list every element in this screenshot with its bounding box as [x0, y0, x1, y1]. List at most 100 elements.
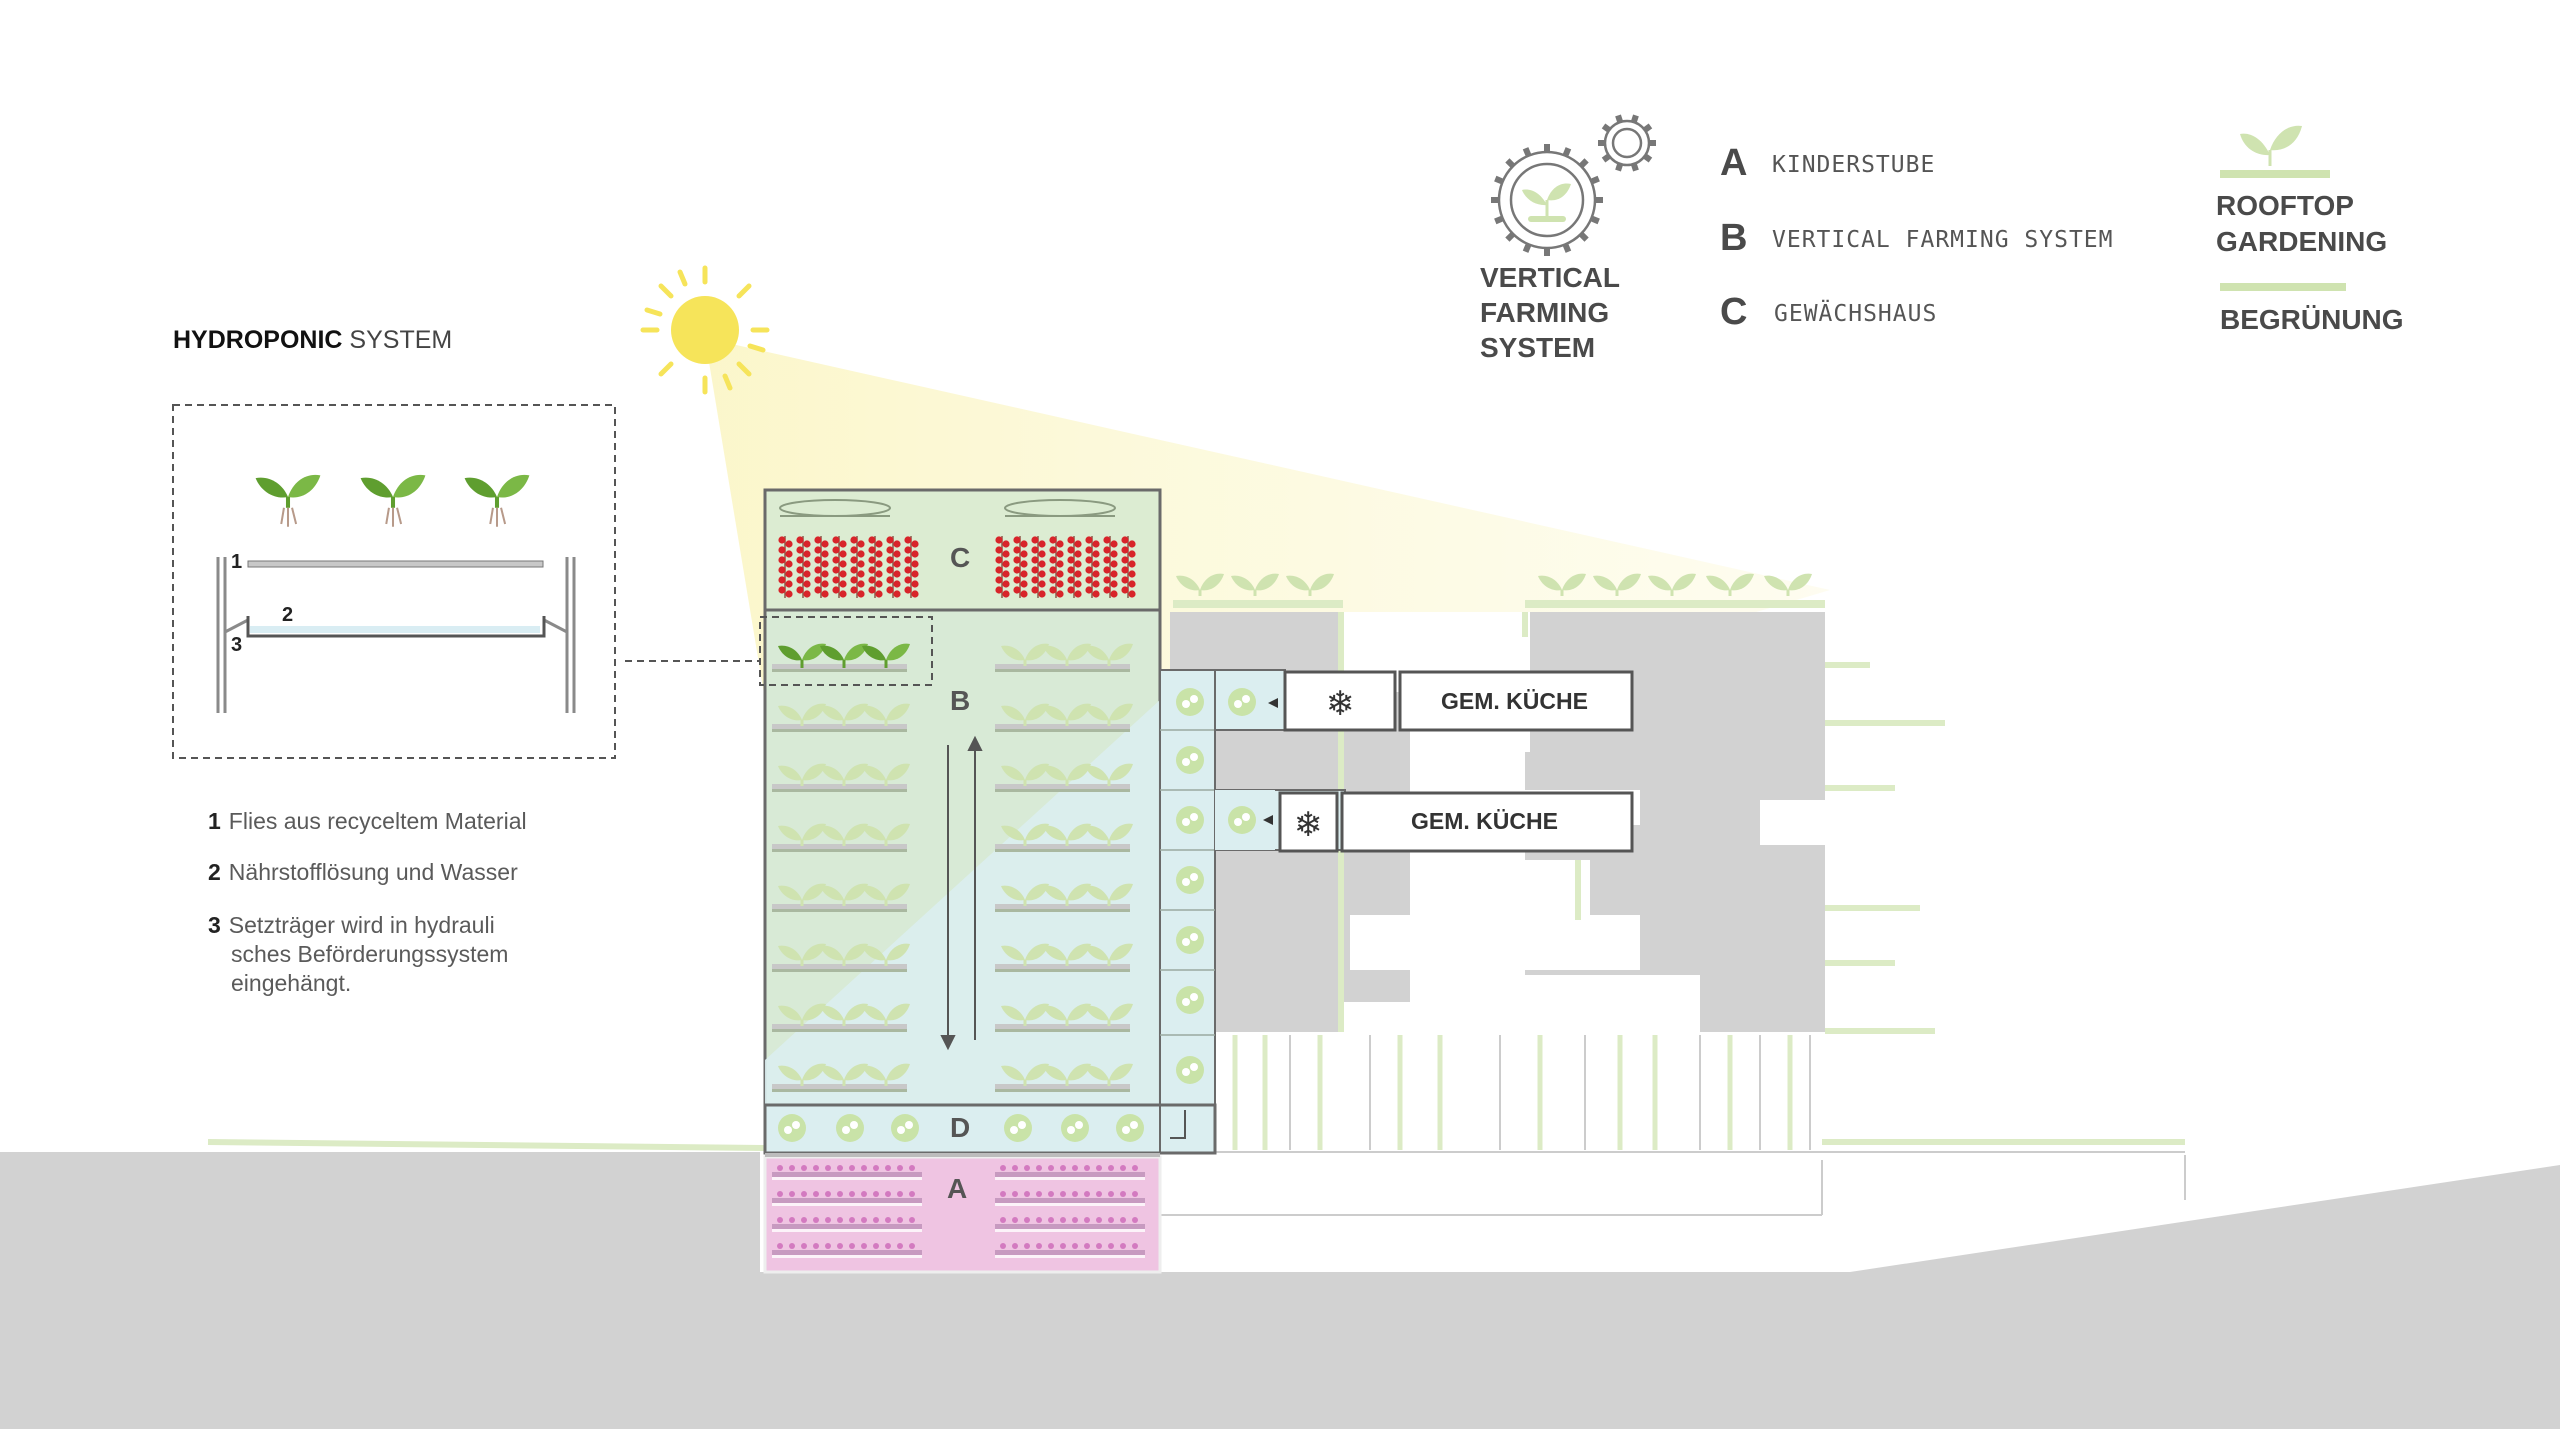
tomato-plant — [886, 536, 901, 598]
nursery-tray — [772, 1165, 922, 1180]
tomato-plant — [1013, 536, 1028, 598]
rooftop-line-2: GARDENING — [2216, 226, 2388, 257]
legend-letter-a: A — [1720, 142, 1748, 184]
snowflake-icon: ❄ — [1326, 685, 1355, 723]
vfs-logo-line-2: FARMING — [1480, 297, 1610, 328]
seedling-circle — [1176, 866, 1204, 894]
nursery-tray — [995, 1217, 1145, 1232]
tomato-plant — [778, 536, 793, 598]
rooftop-line-1: ROOFTOP — [2216, 190, 2354, 221]
nursery-tray — [772, 1243, 922, 1258]
kitchen-box-top — [1398, 670, 1634, 732]
fleece-layer — [247, 560, 544, 568]
note-number: 1 — [208, 808, 221, 834]
tomato-plant — [814, 536, 829, 598]
nursery-trays — [772, 1165, 1145, 1258]
hydroponic-note-3: 3 Setzträger wird in hydrauli — [208, 911, 495, 940]
freezer-box-top — [1283, 670, 1397, 732]
tomato-plant — [850, 536, 865, 598]
seedling-circle — [891, 1114, 919, 1142]
kitchen-box-bottom — [1340, 791, 1634, 853]
hydroponic-detail-box — [172, 404, 616, 759]
note-text: Flies aus recyceltem Material — [228, 808, 527, 834]
zone-c-greenhouse — [763, 488, 1162, 612]
nursery-tray — [995, 1165, 1145, 1180]
tray-holder — [246, 616, 546, 638]
seedling-circle — [778, 1114, 806, 1142]
begruenung-label: BEGRÜNUNG — [2220, 304, 2404, 335]
seedling-circle — [1176, 926, 1204, 954]
hydroponic-note-2: 2 Nährstofflösung und Wasser — [208, 858, 518, 887]
nursery-tray — [772, 1191, 922, 1206]
hydroponic-title: HYDROPONIC SYSTEM — [173, 326, 452, 355]
legend-label-c: GEWÄCHSHAUS — [1774, 301, 1938, 327]
note-number: 2 — [208, 859, 221, 885]
seedling-circle — [1176, 806, 1204, 834]
snowflake-icon: ❄ — [1294, 806, 1323, 844]
tomato-plant — [1031, 536, 1046, 598]
ground-terrain — [0, 1152, 2560, 1429]
zone-a-label: A — [947, 1173, 968, 1204]
tomato-plant — [832, 536, 847, 598]
tomato-plant — [1121, 536, 1136, 598]
legend-label-b: VERTICAL FARMING SYSTEM — [1772, 227, 2114, 253]
seedling-circle — [1176, 746, 1204, 774]
kitchen-label-bottom: GEM. KÜCHE — [1411, 808, 1558, 834]
ground-greenline-left — [207, 1139, 766, 1151]
vertical-farming-logo-icon — [1491, 114, 1656, 256]
hydro-num-2: 2 — [282, 604, 294, 626]
tomato-plant — [1067, 536, 1082, 598]
seedling-circle — [1004, 1114, 1032, 1142]
tomato-plant — [868, 536, 883, 598]
hydro-num-1: 1 — [231, 551, 243, 573]
seedling-circle — [1061, 1114, 1089, 1142]
sun-icon — [640, 265, 770, 395]
hydroponic-note-1: 1 Flies aus recyceltem Material — [208, 807, 527, 836]
building-stilts — [1232, 1035, 1793, 1150]
zone-d — [763, 1103, 1217, 1155]
highlight-box — [759, 616, 933, 686]
seedling-circle — [1176, 1056, 1204, 1084]
tomato-plant — [904, 536, 919, 598]
logo-sprout-icon — [1522, 183, 1571, 222]
seedling-circle — [1176, 688, 1204, 716]
freezer-box-bottom — [1278, 791, 1339, 853]
hydro-num-3: 3 — [231, 634, 243, 656]
note-text: Nährstofflösung und Wasser — [228, 859, 518, 885]
kitchen-row-bottom: ❄ — [1263, 791, 1634, 853]
kitchen-label-top: GEM. KÜCHE — [1441, 688, 1588, 714]
seedling-circle — [1228, 688, 1256, 716]
vfs-logo-line-1: VERTICAL — [1480, 262, 1620, 293]
hydroponic-rack — [216, 557, 576, 713]
tomato-plant — [796, 536, 811, 598]
b-column-dividers — [1160, 729, 1215, 1036]
nursery-tray — [995, 1243, 1145, 1258]
tomato-plant — [995, 536, 1010, 598]
hydroponic-title-light: SYSTEM — [349, 326, 453, 354]
seedling-circle — [1228, 806, 1256, 834]
zone-b-label: B — [950, 685, 971, 716]
hydroponic-note-3-line-3: eingehängt. — [231, 970, 352, 996]
rooftop-gardening-icon — [2220, 125, 2346, 291]
tomato-plant — [1085, 536, 1100, 598]
hydroponic-plants — [256, 475, 530, 527]
zone-d-label: D — [950, 1112, 971, 1143]
legend-letter-b: B — [1720, 217, 1748, 259]
hydroponic-title-bold: HYDROPONIC — [173, 326, 343, 354]
note-number: 3 — [208, 912, 221, 938]
seedling-circle — [836, 1114, 864, 1142]
fans — [779, 499, 1116, 517]
kitchen-row-top: ❄ — [1268, 670, 1634, 732]
zone-c-label: C — [950, 542, 971, 573]
vfs-logo-line-3: SYSTEM — [1480, 332, 1596, 363]
seedling-circle — [1116, 1114, 1144, 1142]
nursery-tray — [995, 1191, 1145, 1206]
legend-letter-c: C — [1720, 291, 1748, 333]
seedling-circle — [1176, 986, 1204, 1014]
legend-label-a: KINDERSTUBE — [1772, 152, 1936, 178]
note-text: Setzträger wird in hydrauli — [228, 912, 495, 938]
tomato-plant — [1103, 536, 1118, 598]
tomato-plants — [778, 536, 1136, 598]
tomato-plant — [1049, 536, 1064, 598]
